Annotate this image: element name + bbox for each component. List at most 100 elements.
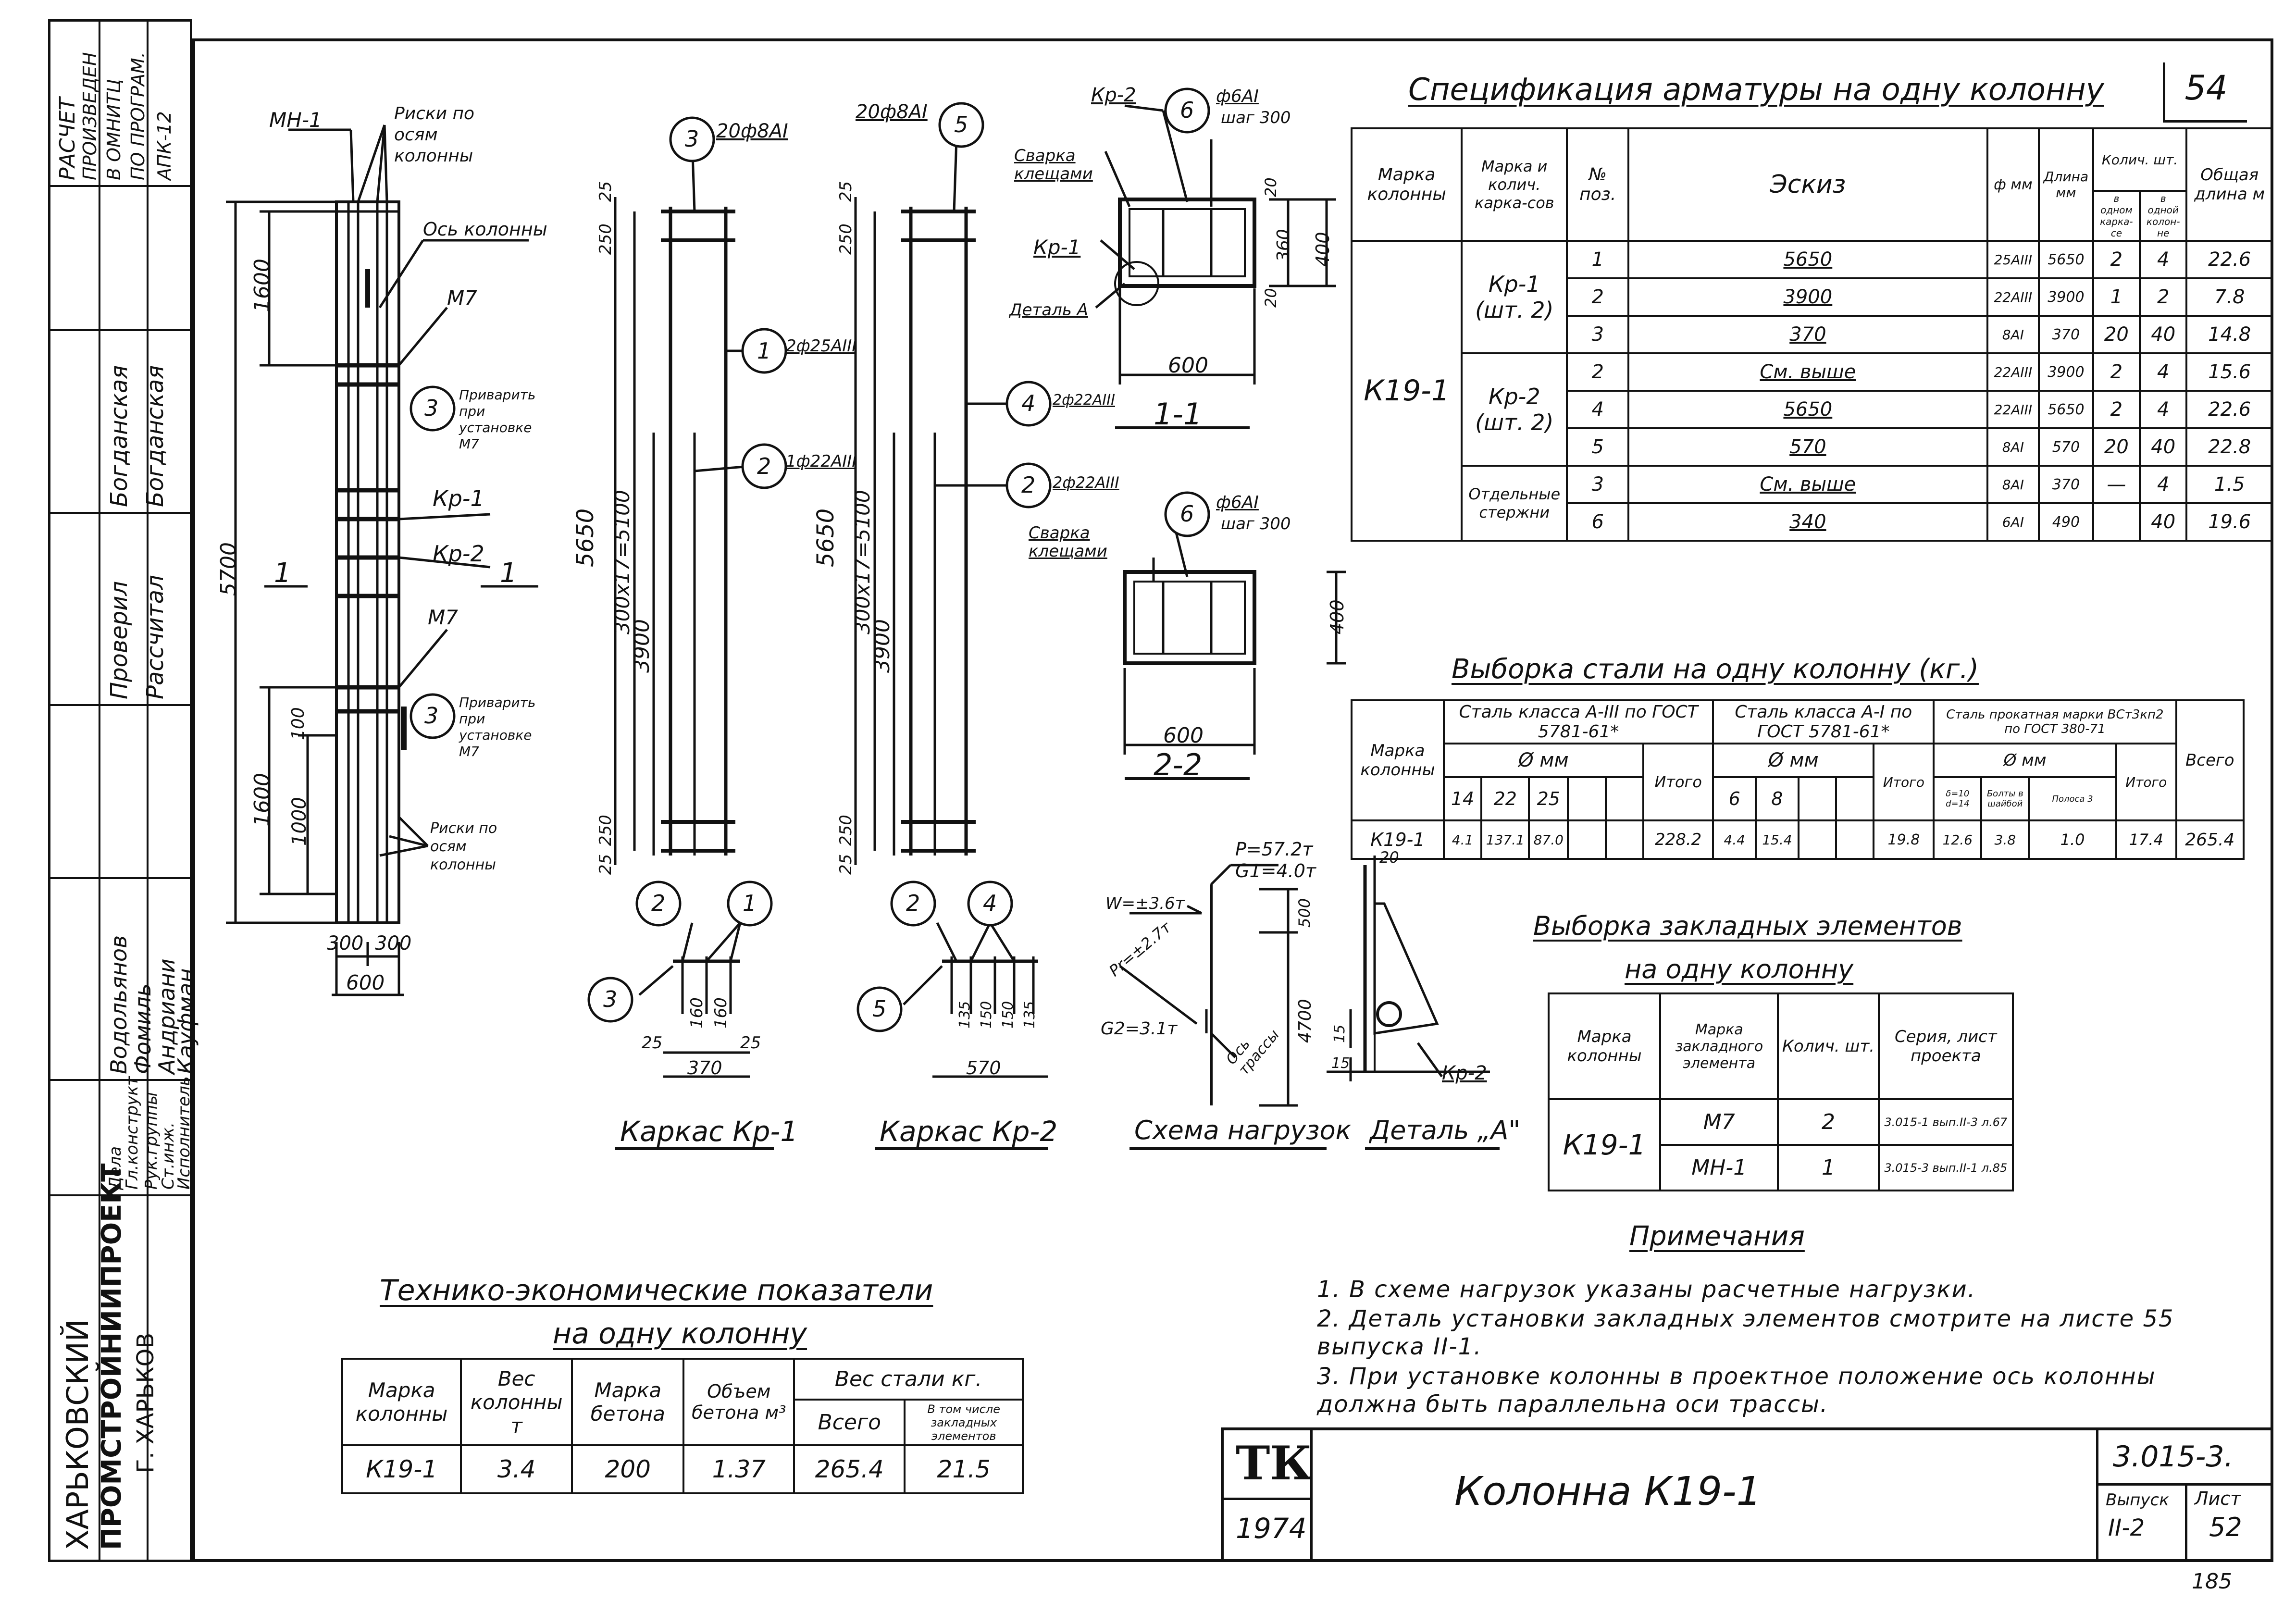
spec-r4-dia: 22АIII (1986, 352, 2040, 392)
section-mark-left: 1 (274, 558, 291, 589)
note-3: 3. При установке колонны в проектное пол… (1317, 1363, 2156, 1418)
spec-r1-q2: 4 (2139, 240, 2188, 279)
dim-100: 100 (288, 707, 308, 740)
dim-3900-kr2: 3900 (870, 619, 894, 673)
tech-h-incl: В том числе закладных элементов (904, 1399, 1024, 1446)
pos-1-kr1: 1 (757, 338, 771, 364)
spec-r3-len: 370 (2038, 315, 2094, 354)
spec-r2-q2: 2 (2139, 277, 2188, 317)
spec-r3-sketch: 370 (1627, 315, 1988, 354)
emb-h-qty: Колич. шт. (1777, 992, 1880, 1100)
dim-1000: 1000 (288, 797, 310, 846)
note-2: 2. Деталь установки закладных элементов … (1317, 1305, 2174, 1360)
sec11-label: 1-1 (1154, 397, 1203, 432)
spec-r5-q2: 4 (2139, 390, 2188, 429)
sec11-dim-360: 360 (1274, 229, 1293, 262)
spec-r7-q2: 4 (2139, 465, 2188, 504)
bar-2-kr1: 1ф22АIII (786, 452, 857, 471)
steel-row-pr-0: 12.6 (1933, 819, 1983, 860)
spec-r2-total: 7.8 (2185, 277, 2273, 317)
spec-r6-q1: 20 (2092, 427, 2141, 467)
tech-title-2: на одну колонну (553, 1317, 807, 1351)
steel-h-dmm-1: Ø мм (1712, 743, 1875, 778)
spec-r8-total: 19.6 (2185, 502, 2273, 542)
caption-kr1: Каркас Кр-1 (620, 1115, 798, 1148)
tech-row-weight: 3.4 (460, 1444, 573, 1494)
sec-circle-5-kr2 (856, 986, 903, 1032)
sec11-detail: Деталь А (1009, 300, 1088, 320)
spec-r7-dia: 8АI (1986, 465, 2040, 504)
sec-circle-4-kr2 (967, 881, 1013, 927)
pos-2-kr1: 2 (757, 453, 771, 479)
steel-h-profile: Сталь прокатная марки ВСт3кп2 по ГОСТ 38… (1933, 699, 2177, 744)
spec-h-qty-frame: в одном карка-се (2092, 190, 2141, 242)
spec-r7-q1: — (2092, 465, 2141, 504)
sec-dim-150a-kr2: 150 (978, 1001, 995, 1029)
title-sheet-label: Лист (2195, 1488, 2241, 1509)
note-1: 1. В схеме нагрузок указаны расчетные на… (1317, 1276, 1976, 1303)
steel-row-a3-0: 4.1 (1442, 819, 1483, 860)
tech-h-mark: Марка колонны (341, 1358, 462, 1446)
spec-h-qty: Колич. шт. (2092, 127, 2188, 192)
steel-h-total: Всего (2175, 699, 2245, 821)
sec11-dim-600: 600 (1168, 353, 1208, 378)
emb-h-series: Серия, лист проекта (1877, 992, 2014, 1100)
sec22-bar6: ф6АI (1216, 493, 1259, 512)
pos-4-kr2: 4 (1021, 390, 1036, 416)
spec-r4-q1: 2 (2092, 352, 2141, 392)
detail-dim-15b: 15 (1331, 1055, 1350, 1072)
dim-25-bottom-kr2: 25 (836, 854, 856, 875)
sec-pos-4-kr2: 4 (983, 890, 997, 916)
label-weld-bottom: Приварить при установке М7 (459, 695, 536, 759)
steel-row-mark: К19-1 (1351, 819, 1445, 860)
steel-row-pr-1: 3.8 (1980, 819, 2030, 860)
sec-dim-160b-kr1: 160 (711, 997, 731, 1029)
steel-row-a1-3 (1835, 819, 1875, 860)
bar-2-kr2: 2ф22АIII (1053, 473, 1119, 492)
sec22-dim-600: 600 (1163, 723, 1204, 748)
load-g2: G2=3.1т (1101, 1019, 1178, 1039)
spec-r7-pos: 3 (1566, 465, 1630, 504)
sec22-label: 2-2 (1154, 747, 1203, 782)
spec-r8-dia: 6АI (1986, 502, 2040, 542)
emb-r1-qty: 2 (1777, 1098, 1880, 1146)
steel-row-a3-2: 87.0 (1528, 819, 1569, 860)
tech-row-incl: 21.5 (904, 1444, 1024, 1494)
steel-h-itogo-p: Итого (2115, 743, 2177, 821)
dim-250-bottom-kr1: 250 (596, 815, 615, 846)
spec-r8-q1 (2092, 502, 2141, 542)
bar-3-kr1: 20ф8АI (716, 120, 788, 142)
bar-5-kr2: 20ф8АI (856, 101, 928, 123)
spec-h-total: Общая длина м (2185, 127, 2273, 242)
spec-r7-sketch: См. выше (1627, 465, 1988, 504)
spec-r8-q2: 40 (2139, 502, 2188, 542)
steel-table-title: Выборка стали на одну колонну (кг.) (1452, 654, 1979, 685)
spec-r1-total: 22.6 (2185, 240, 2273, 279)
steel-row-a3-3 (1567, 819, 1607, 860)
sec-dim-370-kr1: 370 (687, 1057, 722, 1079)
tech-h-all: Всего (793, 1399, 906, 1446)
emb-r2-qty: 1 (1777, 1144, 1880, 1191)
spec-r6-dia: 8АI (1986, 427, 2040, 467)
load-dim-500: 500 (1295, 898, 1314, 928)
section-mark-right: 1 (500, 558, 517, 589)
dim-1600-top: 1600 (250, 259, 274, 312)
steel-row-a3-4 (1604, 819, 1644, 860)
column-outline (335, 200, 400, 924)
sec-pos-2-kr2: 2 (906, 890, 920, 916)
steel-dp-1: δ=10 d=14 (1933, 776, 1983, 821)
spec-r1-q1: 2 (2092, 240, 2141, 279)
spec-table-title: Спецификация арматуры на одну колонну (1408, 72, 2104, 108)
pos-circle-2-kr2 (1005, 462, 1052, 509)
embedded-title-2: на одну колонну (1625, 954, 1854, 984)
spec-h-pos: № поз. (1566, 127, 1630, 242)
steel-d1-e1 (1797, 776, 1837, 821)
steel-h-mark: Марка колонны (1351, 699, 1445, 821)
pos-3-col-top: 3 (424, 395, 439, 421)
spec-frame-2: Кр-2 (шт. 2) (1461, 352, 1568, 467)
sec11-dim-20-top: 20 (1262, 177, 1280, 197)
spec-r3-dia: 8АI (1986, 315, 2040, 354)
spec-r1-len: 5650 (2038, 240, 2094, 279)
spec-r5-pos: 4 (1566, 390, 1630, 429)
spec-r3-q1: 20 (2092, 315, 2141, 354)
